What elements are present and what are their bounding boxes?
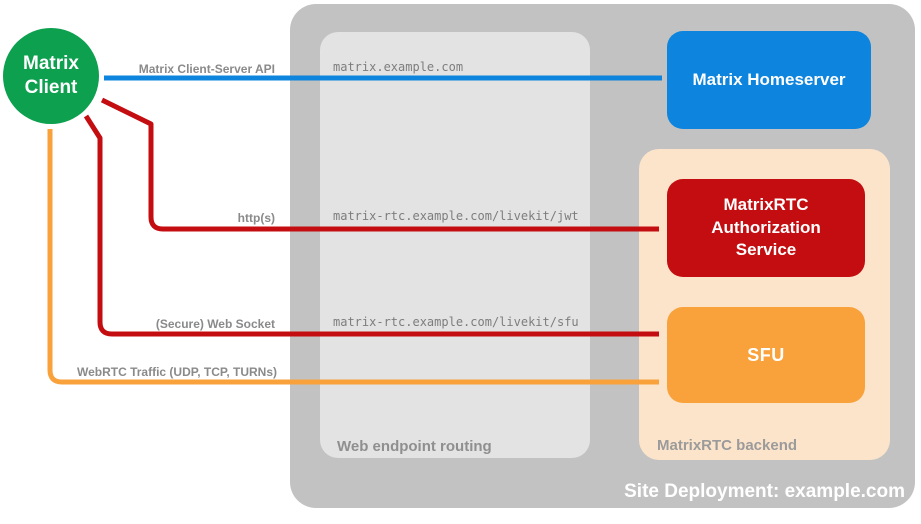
matrixrtc-backend-label: MatrixRTC backend xyxy=(657,437,798,454)
websocket-arrow-label: (Secure) Web Socket xyxy=(155,317,275,331)
endpoint-matrix: matrix.example.com xyxy=(333,60,464,74)
matrix-client-node: Matrix Client xyxy=(3,28,99,124)
sfu-node: SFU xyxy=(667,307,865,403)
site-deployment-label: Site Deployment: example.com xyxy=(624,481,905,502)
matrixrtc-auth-service-label: MatrixRTC Authorization Service xyxy=(711,195,821,260)
web-endpoint-routing-label: Web endpoint routing xyxy=(337,438,492,455)
webrtc-traffic-arrow-label: WebRTC Traffic (UDP, TCP, TURNs) xyxy=(76,365,277,379)
web-endpoint-routing-box xyxy=(320,32,590,458)
endpoint-livekit-sfu: matrix-rtc.example.com/livekit/sfu xyxy=(333,315,579,329)
sfu-label: SFU xyxy=(747,344,785,365)
https-arrow-label: http(s) xyxy=(237,211,275,225)
matrix-client-label: Matrix Client xyxy=(23,53,79,98)
client-server-api-arrow-label: Matrix Client-Server API xyxy=(138,62,275,76)
endpoint-livekit-jwt: matrix-rtc.example.com/livekit/jwt xyxy=(333,209,579,223)
matrix-homeserver-label: Matrix Homeserver xyxy=(692,70,846,89)
matrix-homeserver-node: Matrix Homeserver xyxy=(667,31,871,129)
matrixrtc-auth-service-node: MatrixRTC Authorization Service xyxy=(667,179,865,277)
